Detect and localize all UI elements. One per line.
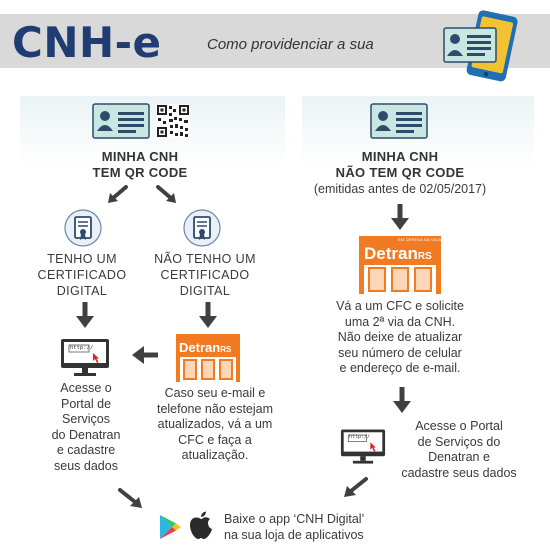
option-b-line: CERTIFICADO (160, 268, 250, 282)
right-note: (emitidas antes de 02/05/2017) (313, 182, 487, 196)
text-line: Serviços (62, 412, 110, 426)
detran-logo: DetranRS (179, 341, 239, 356)
text-line: de Serviços do (417, 434, 501, 449)
detran-office-icon (176, 334, 240, 382)
text-line: Vá a um CFC e solicite (336, 299, 464, 313)
arrow-down-right-icon (117, 487, 145, 511)
left-portal-instructions: Acesse o Portal de Serviços do Denatran … (36, 381, 136, 474)
left-cfc-instructions: Caso seu e-mail e telefone não estejam a… (140, 386, 290, 464)
url-label: http:// (70, 345, 94, 351)
detran-suffix: RS (417, 251, 432, 262)
option-a-line: CERTIFICADO (37, 268, 127, 282)
computer-monitor-icon (340, 428, 386, 466)
right-portal-instructions: Acesse o Portal de Serviços do Denatran … (394, 419, 524, 481)
text-line: cadastre seus dados (401, 465, 517, 480)
google-play-icon (158, 514, 182, 540)
arrow-down-icon (392, 386, 412, 414)
text-line: CFC e faça a (178, 432, 252, 447)
license-card-icon (370, 103, 428, 139)
text-line: telefone não estejam (156, 401, 274, 416)
app-text-line2: na sua loja de aplicativos (224, 527, 364, 542)
text-line: e endereço de e-mail. (339, 361, 461, 375)
option-has-certificate: TENHO UM CERTIFICADO DIGITAL (24, 251, 140, 299)
text-line: Acesse o (60, 381, 112, 395)
arrow-down-icon (390, 203, 410, 231)
computer-monitor-icon (60, 338, 110, 378)
text-line: Não deixe de atualizar (337, 330, 463, 344)
arrow-down-right-icon (154, 185, 180, 207)
detran-brand: Detran (364, 244, 418, 263)
option-a-line: TENHO UM (47, 252, 117, 266)
right-heading: MINHA CNH NÃO TEM QR CODE (320, 149, 480, 181)
right-heading-line1: MINHA CNH (361, 149, 439, 164)
qr-code-icon (156, 104, 190, 138)
left-column-background (20, 96, 285, 216)
text-line: Caso seu e-mail e (164, 386, 266, 400)
url-label: http:// (349, 434, 371, 440)
option-b-line: NÃO TENHO UM (154, 252, 256, 266)
left-heading: MINHA CNH TEM QR CODE (60, 149, 220, 181)
text-line: Denatran e (428, 450, 490, 464)
detran-logo: DetranRS (364, 245, 442, 265)
text-line: e cadastre (56, 443, 116, 457)
option-b-line: DIGITAL (179, 284, 231, 298)
text-line: Portal de (60, 396, 112, 411)
left-heading-line2: TEM QR CODE (92, 165, 188, 180)
option-no-certificate: NÃO TENHO UM CERTIFICADO DIGITAL (146, 251, 264, 299)
arrow-down-icon (75, 301, 95, 329)
text-line: atualizados, vá a um (157, 417, 273, 431)
apple-icon (188, 510, 214, 540)
arrow-down-icon (198, 301, 218, 329)
text-line: Acesse o Portal (415, 419, 503, 433)
text-line: seus dados (54, 458, 118, 473)
left-heading-line1: MINHA CNH (101, 149, 179, 164)
license-card-icon (92, 103, 150, 139)
option-a-line: DIGITAL (56, 284, 108, 298)
page-subtitle: Como providenciar a sua (207, 36, 374, 53)
app-text-line1: Baixe o app ‘CNH Digital’ (224, 512, 365, 526)
arrow-left-icon (131, 345, 159, 365)
text-line: seu número de celular (338, 345, 462, 360)
phone-with-license-icon (438, 6, 524, 84)
text-line: atualização. (181, 448, 249, 462)
digital-certificate-icon (183, 209, 221, 247)
detran-suffix: RS (220, 345, 232, 354)
arrow-down-left-icon (341, 476, 369, 500)
text-line: do Denatran (51, 427, 121, 442)
detran-slogan: EM DEFESA DA VIDA (398, 237, 442, 242)
page-title: CNH-e (12, 18, 162, 67)
right-heading-line2: NÃO TEM QR CODE (335, 165, 465, 180)
right-cfc-instructions: Vá a um CFC e solicite uma 2ª via da CNH… (318, 299, 482, 377)
detran-office-icon (359, 236, 441, 294)
text-line: uma 2ª via da CNH. (344, 314, 456, 329)
arrow-down-left-icon (104, 185, 130, 207)
digital-certificate-icon (64, 209, 102, 247)
app-download-text: Baixe o app ‘CNH Digital’ na sua loja de… (224, 512, 424, 543)
detran-brand: Detran (179, 340, 221, 355)
